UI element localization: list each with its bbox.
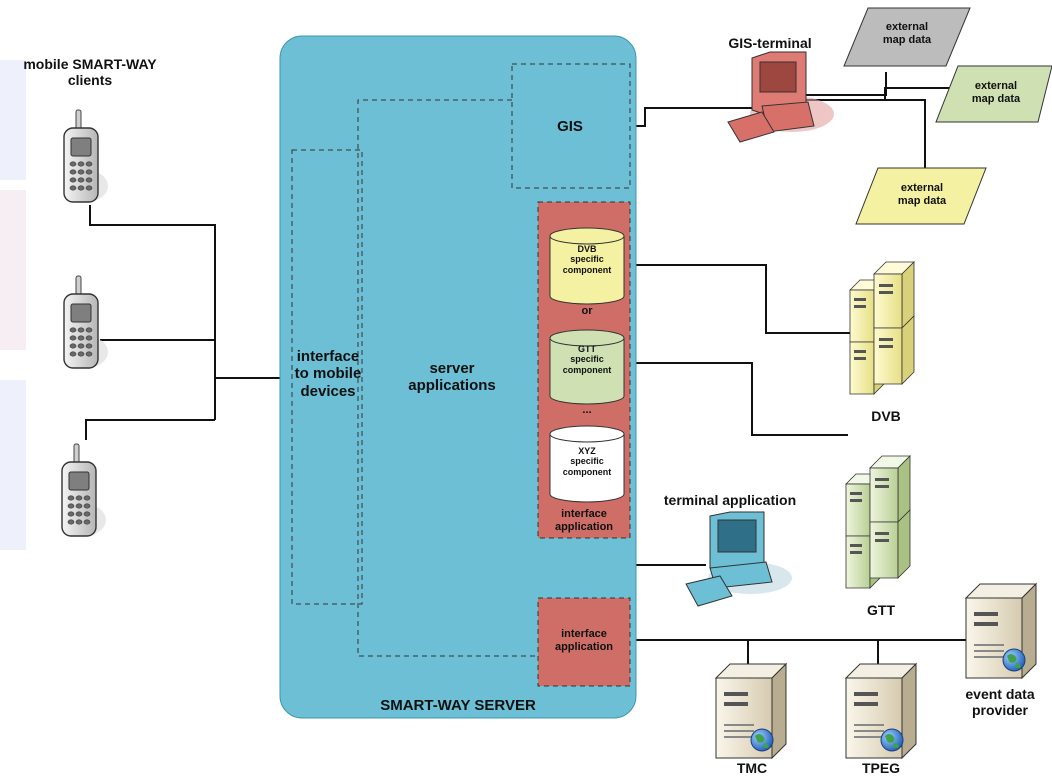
- gis-label: GIS: [557, 118, 583, 135]
- ellipsis-label: ...: [582, 404, 592, 416]
- gis-terminal-icon: [727, 51, 834, 143]
- gis-frame: [511, 63, 631, 189]
- gtt-label: GTT: [867, 602, 895, 618]
- mobile-clients-label: mobile SMART-WAY clients: [23, 56, 157, 89]
- event-data-provider-server-icon: [965, 583, 1037, 679]
- dvb-component-label: DVB specific component: [562, 244, 612, 275]
- event-data-provider-label: event data provider: [965, 686, 1035, 719]
- tpeg-server-icon: [845, 663, 917, 759]
- dvb-label: DVB: [871, 408, 901, 424]
- tmc-label: TMC: [736, 760, 768, 776]
- interface-application-bottom-box: [537, 597, 631, 687]
- mobile-phone-icon: [63, 275, 109, 369]
- external-map-data-label: external map data: [897, 182, 947, 207]
- tpeg-label: TPEG: [861, 760, 901, 776]
- globe-icon: [880, 728, 904, 752]
- server-title: SMART-WAY SERVER: [380, 697, 536, 714]
- external-map-data-gray: [843, 7, 971, 67]
- dvb-component-cylinder: [549, 227, 625, 305]
- globe-icon: [750, 728, 774, 752]
- tmc-server-icon: [715, 663, 787, 759]
- terminal-application-label: terminal application: [663, 492, 797, 508]
- server-applications-label: server applications: [408, 360, 496, 395]
- mobile-phone-icon: [63, 109, 109, 203]
- gtt-component-label: GTT specific component: [562, 344, 612, 375]
- server-applications-frame: [357, 99, 538, 657]
- dvb-server-stack-icon: [849, 261, 915, 395]
- mobile-interface-frame: [291, 149, 363, 605]
- xyz-component-label: XYZ specific component: [562, 446, 612, 477]
- background-band: [0, 380, 26, 550]
- external-map-data-label: external map data: [971, 80, 1021, 105]
- interface-application-bottom-label: interface application: [554, 628, 614, 653]
- background-band: [0, 60, 26, 180]
- interface-application-top-label: interface application: [554, 508, 614, 533]
- external-map-data-yellow: [855, 167, 987, 225]
- connection-lines: [85, 72, 975, 666]
- or-label: or: [581, 305, 593, 317]
- gtt-server-stack-icon: [845, 455, 911, 589]
- gtt-component-cylinder: [549, 329, 625, 405]
- background-band: [0, 190, 26, 350]
- terminal-application-icon: [685, 511, 792, 607]
- external-map-data-label: external map data: [882, 21, 932, 46]
- xyz-component-cylinder: [549, 425, 625, 503]
- external-map-data-green: [935, 65, 1052, 123]
- gis-terminal-label: GIS-terminal: [728, 35, 812, 51]
- mobile-phone-icon: [61, 443, 107, 537]
- interface-to-mobile-label: interface to mobile devices: [294, 348, 362, 400]
- globe-icon: [1002, 648, 1026, 672]
